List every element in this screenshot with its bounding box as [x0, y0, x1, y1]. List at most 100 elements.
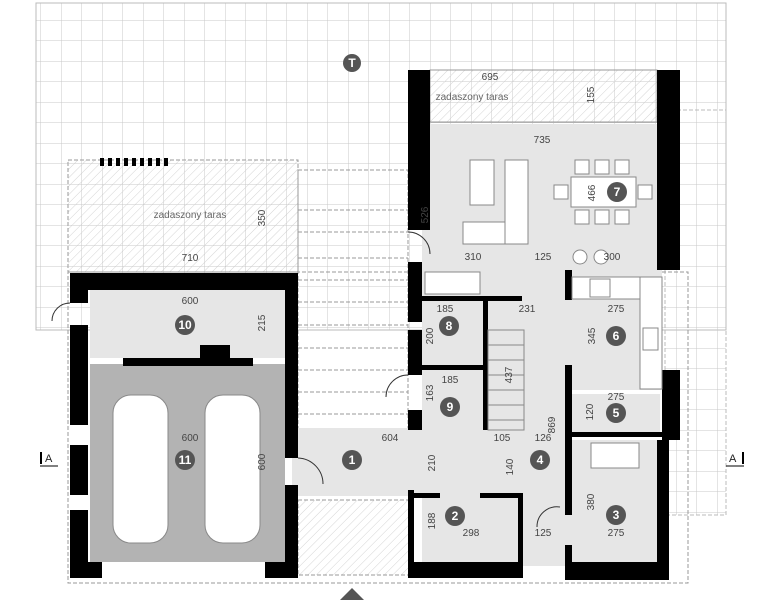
room-number: 9 — [447, 400, 454, 414]
section-label: A — [729, 453, 737, 465]
dining-chair — [614, 209, 630, 225]
badge-circle — [606, 326, 626, 346]
dimension-label: 350 — [257, 209, 268, 226]
room-badge-2: 2 — [445, 506, 465, 526]
room-number: 5 — [613, 406, 620, 420]
badge-circle — [445, 506, 465, 526]
dimension-label: 466 — [587, 184, 598, 201]
room-badge-6: 6 — [606, 326, 626, 346]
walls — [70, 70, 680, 580]
dimension-label: 710 — [182, 253, 199, 264]
building-outline — [67, 271, 689, 584]
dimension-label: 600 — [257, 453, 268, 470]
sink — [642, 327, 659, 351]
front-porch — [297, 499, 414, 576]
dimension-label: 437 — [504, 366, 515, 383]
dimension-label: 120 — [585, 403, 596, 420]
dimension-label: 200 — [425, 327, 436, 344]
dimension-label: 526 — [420, 206, 431, 223]
badge-circle — [530, 450, 550, 470]
stool — [572, 249, 588, 265]
dimension-label: 298 — [463, 528, 480, 539]
room-number: 10 — [178, 318, 192, 332]
dimension-label: 163 — [425, 384, 436, 401]
dimension-label: 275 — [608, 304, 625, 315]
room-number: 8 — [446, 319, 453, 333]
badge-circle — [342, 450, 362, 470]
stool — [593, 249, 609, 265]
staircase — [487, 329, 525, 431]
covered-terrace-label: zadaszony taras — [436, 92, 509, 103]
room-badge-4: 4 — [530, 450, 550, 470]
dimension-label: 380 — [586, 493, 597, 510]
room-number: 6 — [613, 329, 620, 343]
dimension-label: 185 — [437, 304, 454, 315]
dimension-label: 105 — [494, 433, 511, 444]
dimension-label: 275 — [608, 528, 625, 539]
dimension-label: 185 — [442, 375, 459, 386]
dimension-label: 869 — [547, 416, 558, 433]
room-number: 2 — [452, 509, 459, 523]
room-number: 4 — [537, 453, 544, 467]
dimension-label: 604 — [382, 433, 399, 444]
doors — [51, 231, 561, 528]
dining-chair — [594, 159, 610, 175]
dimension-label: 345 — [587, 327, 598, 344]
dining-chair — [614, 159, 630, 175]
dining-chair — [594, 209, 610, 225]
room-badge-3: 3 — [606, 505, 626, 525]
dimension-label: 300 — [604, 252, 621, 263]
room-badge-8: 8 — [439, 316, 459, 336]
dimension-label: 275 — [608, 392, 625, 403]
dining-chair — [574, 159, 590, 175]
dimension-label: 125 — [535, 528, 552, 539]
dimension-label: 188 — [427, 512, 438, 529]
covered-terrace-left — [67, 158, 299, 273]
dimension-label: 231 — [519, 304, 536, 315]
badge-circle — [606, 505, 626, 525]
desk — [590, 442, 640, 469]
section-marker-right: A — [726, 452, 744, 467]
badge-circle — [440, 397, 460, 417]
room-badge-10: 10 — [175, 315, 195, 335]
badge-circle — [606, 403, 626, 423]
section-label: A — [45, 453, 53, 465]
room-badge-11: 11 — [175, 450, 195, 470]
dimension-label: 140 — [505, 458, 516, 475]
dimension-label: 600 — [182, 296, 199, 307]
dimension-label: 126 — [535, 433, 552, 444]
fireplace — [424, 271, 481, 295]
dining-chair — [637, 184, 653, 200]
terrace-marker-label: T — [348, 56, 356, 70]
room-badge-1: 1 — [342, 450, 362, 470]
cooktop — [589, 278, 611, 298]
dimension-label: 125 — [535, 252, 552, 263]
dimension-label: 735 — [534, 135, 551, 146]
dimension-label: 600 — [182, 433, 199, 444]
dining-chair — [574, 209, 590, 225]
room-number: 3 — [613, 508, 620, 522]
window-marks — [100, 158, 168, 166]
dimension-label: 210 — [427, 454, 438, 471]
room-number: 11 — [179, 453, 192, 467]
dining-chair — [553, 184, 569, 200]
badge-circle — [175, 450, 195, 470]
room-2-floor — [422, 496, 522, 562]
room-number: 7 — [614, 185, 621, 199]
dimension-label: 215 — [257, 314, 268, 331]
dimension-label: 695 — [482, 72, 499, 83]
dimension-label: 155 — [586, 86, 597, 103]
badge-circle — [175, 315, 195, 335]
room-badge-9: 9 — [440, 397, 460, 417]
car — [204, 394, 261, 544]
furniture — [112, 159, 663, 544]
terrace-marker: T — [343, 54, 361, 72]
covered-terrace-label: zadaszony taras — [154, 210, 227, 221]
armchair — [469, 159, 495, 206]
dimension-label: 310 — [465, 252, 482, 263]
room-number: 1 — [349, 453, 356, 467]
car — [112, 394, 169, 544]
